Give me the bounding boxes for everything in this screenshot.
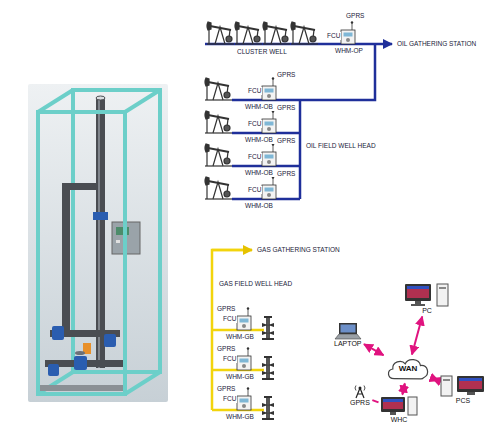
unit-label: FCU: [222, 395, 237, 403]
panel-button: [116, 240, 120, 243]
unit-tag: WHM-OB: [244, 169, 274, 177]
unit-tag: WHM-OB: [244, 202, 274, 210]
signal-label: GPRS: [216, 345, 236, 353]
oil-pipeline: [232, 44, 375, 100]
gas-pipeline: [212, 250, 264, 410]
gas-wellheads: [237, 307, 274, 420]
signal-label: GPRS: [345, 12, 365, 20]
pumpjack-symbol: [207, 22, 234, 44]
valve: [104, 334, 116, 347]
pumpjack-symbol: [205, 78, 232, 100]
valve: [52, 326, 64, 340]
fcu-symbol: [237, 387, 251, 410]
signal-label: GPRS: [216, 385, 236, 393]
oil-pipeline: [299, 100, 302, 199]
oil-pipeline: [205, 44, 392, 199]
fcu-symbol: [262, 176, 276, 199]
signal-label: GPRS: [276, 71, 296, 79]
laptop-icon-symbol: [334, 322, 362, 340]
valve: [74, 356, 87, 370]
pc-icon: PC: [404, 283, 450, 315]
unit-label: FCU: [222, 355, 237, 363]
wan-cloud: WAN: [385, 356, 431, 382]
pumpjack-symbol: [263, 22, 290, 44]
device-label: GPRS: [349, 399, 371, 407]
pipe-cap: [96, 96, 105, 100]
unit-label: FCU: [247, 153, 262, 161]
frame-back: [73, 90, 160, 372]
fcu-symbol: [262, 110, 276, 133]
signal-label: GPRS: [276, 137, 296, 145]
network-link: [372, 400, 378, 402]
unit-tag: WHM-GB: [225, 333, 255, 341]
station-label: GAS GATHERING STATION: [256, 246, 341, 254]
network-link: [412, 317, 422, 355]
network-label: WAN: [398, 364, 419, 373]
pc-icon-symbol: [404, 283, 450, 307]
pcs-icon: PCS: [440, 375, 486, 405]
frame-side: [38, 90, 160, 394]
pumpjack-symbol: [205, 111, 232, 133]
unit-tag: WHM-OB: [244, 103, 274, 111]
whc-icon: WHC: [380, 396, 418, 424]
unit-label: FCU: [247, 87, 262, 95]
device-label: PCS: [455, 397, 471, 405]
unit-label: FCU: [222, 315, 237, 323]
fcu-symbol: [262, 77, 276, 100]
handwheel: [75, 351, 85, 355]
wellhead-symbol: [262, 396, 274, 420]
pipe: [62, 185, 70, 335]
pumpjack-symbol: [205, 144, 232, 166]
signal-label: GPRS: [276, 170, 296, 178]
valve: [93, 212, 108, 220]
whc-icon-symbol: [380, 396, 418, 416]
panel-screen: [116, 227, 129, 235]
unit-tag: WHM-OB: [244, 136, 274, 144]
skid-base: [40, 385, 125, 391]
signal-label: GPRS: [216, 305, 236, 313]
illustration-ground: [28, 84, 168, 402]
field-label: GAS FIELD WELL HEAD: [218, 280, 293, 288]
device-label: PC: [421, 307, 433, 315]
wellhead-symbol: [262, 316, 274, 340]
unit-label: FCU: [326, 32, 341, 40]
field-label: OIL FIELD WELL HEAD: [305, 142, 377, 150]
unit-tag: WHM-GB: [225, 373, 255, 381]
laptop-icon: LAPTOP: [333, 322, 363, 348]
fcu-symbol: [341, 21, 355, 44]
network-link: [433, 378, 439, 380]
device-label: LAPTOP: [333, 340, 363, 348]
site-label: CLUSTER WELL: [236, 48, 288, 56]
station-label: OIL GATHERING STATION: [396, 40, 477, 48]
network-link: [364, 344, 384, 355]
gprs-antenna: GPRS: [349, 384, 371, 407]
fcu-symbol: [262, 143, 276, 166]
pcs-icon-symbol: [440, 375, 486, 397]
separator-column: [96, 98, 105, 368]
pumpjack-symbol: [205, 177, 232, 199]
wellhead-symbol: [262, 356, 274, 380]
signal-label: GPRS: [276, 104, 296, 112]
unit-tag: WHM-GB: [225, 413, 255, 421]
valve: [48, 364, 59, 376]
gprs-antenna-symbol: [353, 384, 367, 399]
device-label: WHC: [390, 416, 409, 424]
unit-label: FCU: [247, 120, 262, 128]
fcu-symbol: [237, 347, 251, 370]
skid-illustration: [28, 84, 168, 402]
frame-front: [38, 112, 125, 394]
pumpjack-symbol: [235, 22, 262, 44]
pumpjacks: [205, 22, 318, 199]
unit-tag: WHM-OP: [334, 47, 364, 55]
network-link: [402, 384, 404, 395]
gas-pipeline: [212, 249, 252, 252]
pumpjack-symbol: [291, 22, 318, 44]
unit-label: FCU: [247, 186, 262, 194]
fcu-symbol: [237, 307, 251, 330]
pipe-highlight: [98, 98, 100, 368]
